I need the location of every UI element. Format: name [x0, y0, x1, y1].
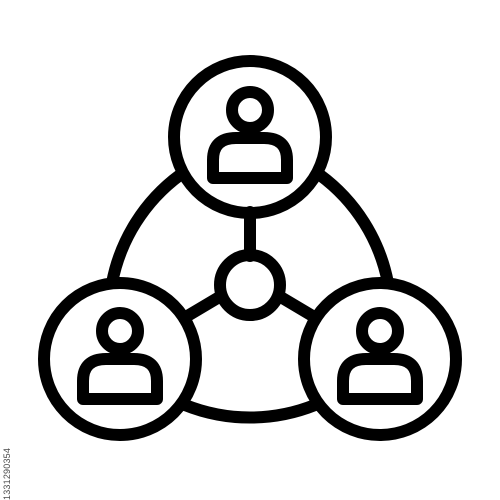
outer-connection-ring-right-arc [314, 169, 394, 289]
top-user-badge [168, 55, 332, 219]
top-user-circle [168, 55, 332, 219]
right-user-circle [298, 277, 462, 441]
top-user-icon [207, 86, 293, 184]
left-user-badge [38, 277, 202, 441]
spoke-right [273, 290, 322, 324]
left-user-circle [38, 277, 202, 441]
left-user-head [96, 307, 144, 355]
right-user-head [356, 307, 404, 355]
right-user-icon [337, 307, 423, 405]
stock-id-watermark: 1331290354 [2, 447, 12, 500]
left-user-icon [77, 307, 163, 405]
outer-connection-ring-bottom-arc [179, 399, 321, 424]
left-user-body [77, 353, 163, 405]
right-user-body [337, 353, 423, 405]
top-user-head [226, 86, 274, 134]
right-user-badge [298, 277, 462, 441]
hub-node [214, 249, 286, 321]
top-user-body [207, 132, 293, 184]
outer-connection-ring-left-arc [106, 169, 186, 289]
spoke-left [178, 290, 227, 324]
